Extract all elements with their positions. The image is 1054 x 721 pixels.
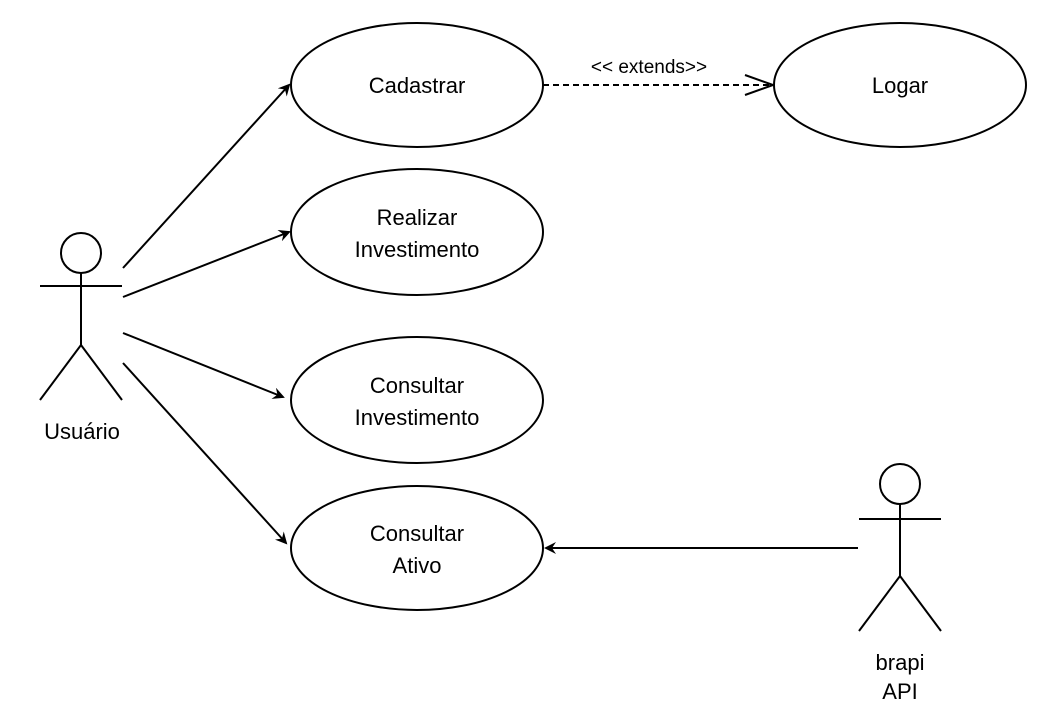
use-case-cadastrar-label: Cadastrar <box>369 73 466 98</box>
use-case-logar-label: Logar <box>872 73 928 98</box>
actor-brapi-api[interactable]: brapi API <box>858 463 942 704</box>
use-case-realizar-investimento[interactable]: Realizar Investimento <box>290 168 544 296</box>
use-case-realizar-investimento-shape <box>290 168 544 296</box>
association-usuario-consultar-ativo <box>122 362 288 545</box>
actor-brapi-label-line1: brapi <box>876 650 925 675</box>
actor-usuario-head-icon <box>60 232 102 274</box>
use-case-consultar-investimento[interactable]: Consultar Investimento <box>290 336 544 464</box>
use-case-consultar-ativo-shape <box>290 485 544 611</box>
use-case-cadastrar[interactable]: Cadastrar <box>290 22 544 148</box>
use-case-realizar-investimento-label-line2: Investimento <box>355 237 480 262</box>
use-case-logar[interactable]: Logar <box>773 22 1027 148</box>
actor-brapi-head-icon <box>879 463 921 505</box>
use-case-consultar-ativo-label-line1: Consultar <box>370 521 464 546</box>
actor-brapi-right-leg <box>899 575 942 632</box>
actor-brapi-label-line2: API <box>882 679 917 704</box>
actor-brapi-left-leg <box>858 575 901 632</box>
actor-usuario[interactable]: Usuário <box>39 232 123 444</box>
use-case-consultar-investimento-label-line1: Consultar <box>370 373 464 398</box>
actor-usuario-left-leg <box>39 344 82 401</box>
use-case-consultar-investimento-shape <box>290 336 544 464</box>
use-case-cadastrar-shape <box>290 22 544 148</box>
use-case-realizar-investimento-label-line1: Realizar <box>377 205 458 230</box>
actor-usuario-label: Usuário <box>44 419 120 444</box>
use-case-logar-shape <box>773 22 1027 148</box>
association-usuario-cadastrar <box>122 83 291 269</box>
actor-usuario-right-leg <box>80 344 123 401</box>
use-case-consultar-ativo[interactable]: Consultar Ativo <box>290 485 544 611</box>
use-case-consultar-ativo-label-line2: Ativo <box>393 553 442 578</box>
association-usuario-realizar-investimento <box>122 230 291 298</box>
extends-label: << extends>> <box>591 57 707 78</box>
association-usuario-consultar-investimento <box>122 332 285 399</box>
use-case-consultar-investimento-label-line2: Investimento <box>355 405 480 430</box>
